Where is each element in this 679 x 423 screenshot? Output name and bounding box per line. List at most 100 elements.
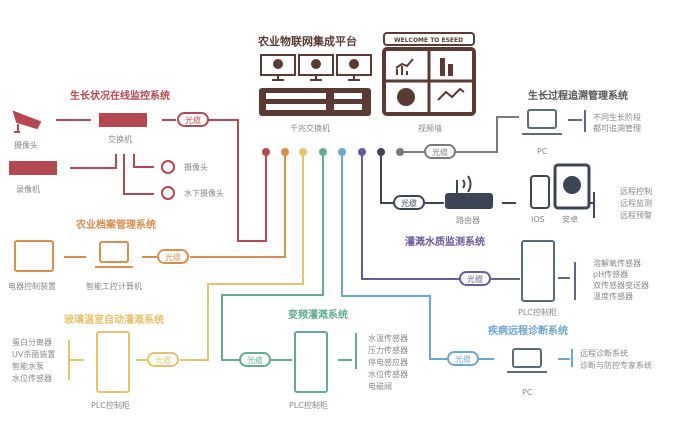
diagram-shape	[349, 59, 359, 69]
label: 远程诊断系统	[580, 348, 628, 358]
label: 生长过程追溯管理系统	[528, 89, 628, 102]
diagram-shape	[448, 64, 453, 76]
control-device-icon	[14, 240, 54, 272]
diagram-shape	[270, 333, 357, 369]
diagram-shape	[361, 152, 500, 280]
label: 光缆	[401, 198, 417, 208]
label: 玻璃温室自动灌溉系统	[64, 313, 164, 326]
diagram-shape	[208, 119, 267, 242]
label: 光缆	[432, 147, 448, 157]
monitor-icons	[260, 54, 372, 81]
diagram-shape	[440, 58, 445, 76]
label: PC	[537, 147, 548, 156]
label: 变频灌溉系统	[288, 308, 348, 321]
label: 农业档案管理系统	[75, 218, 156, 231]
label: 智能水泵	[12, 361, 44, 371]
label: 光缆	[155, 355, 171, 365]
greenhouse-irrigation-system: 玻璃温室自动灌溉系统 蛋白分离器 UV杀菌装置 智能水泵 水位传感器 PLC控制…	[12, 313, 164, 410]
diagram-shape	[424, 144, 456, 159]
label: 电器控制装置	[8, 281, 56, 291]
label: 路由器	[456, 215, 480, 225]
label: 水温传感器	[368, 333, 408, 343]
diagram-shape	[478, 349, 573, 367]
recorder-icon	[9, 161, 57, 175]
label: 智能工控计算机	[86, 281, 142, 291]
label: 水位传感器	[12, 373, 52, 383]
remote-access: 路由器 IOS 安卓 远程控制 远程监测 远程预警	[424, 163, 652, 225]
label: 水下摄像头	[184, 188, 224, 198]
welcome-banner: WELCOME TO ESEED	[394, 37, 463, 44]
label: 溶解氧传感器	[593, 258, 641, 268]
switch-label: 千兆交换机	[290, 123, 330, 133]
diagram-shape	[456, 175, 472, 194]
diagram-shape	[384, 49, 474, 114]
ios-phone-icon	[530, 175, 550, 209]
label: 摄像头	[14, 140, 38, 150]
label: 压力传感器	[368, 345, 408, 355]
label: 交换机	[108, 134, 132, 144]
diagram-shape	[424, 192, 595, 218]
diagram-shape	[395, 58, 414, 75]
diagram-shape	[190, 152, 286, 258]
diagram-shape	[383, 32, 475, 46]
diagram-shape	[397, 88, 415, 106]
label: 不同生长阶段	[593, 112, 641, 122]
label: 光缆	[165, 252, 181, 262]
label: 摄像头	[184, 162, 208, 172]
diagram-shape	[272, 75, 360, 81]
label: pH传感器	[593, 269, 628, 279]
diagram-shape	[180, 152, 304, 361]
vfd-irrigation-system: 变频灌溉系统 PLC控制柜 水温传感器 压力传感器 停电感应器 水位传感器 电磁…	[270, 308, 408, 410]
diagram-shape	[273, 59, 283, 69]
pc-icon	[512, 348, 542, 368]
video-wall-label: 视频墙	[418, 123, 442, 133]
plc-cabinet-icon	[96, 331, 130, 393]
disease-diagnosis-system: 疾病远程诊断系统 PC 远程诊断系统 诊断与防控专家系统	[478, 324, 652, 397]
archive-system: 农业档案管理系统 电器控制装置 智能工控计算机	[8, 218, 158, 291]
diagram-shape	[266, 104, 326, 110]
label: 水位传感器	[368, 369, 408, 379]
label: 蛋白分离器	[12, 337, 52, 347]
platform-title: 农业物联网集成平台	[257, 34, 357, 48]
platform: 农业物联网集成平台 千兆交换机 WELCOME TO ESEED 视频墙	[257, 32, 476, 133]
label: 远程监测	[620, 198, 652, 208]
underwater-camera-icon	[161, 186, 175, 200]
diagram-shape	[490, 262, 576, 300]
label: PLC控制柜	[91, 400, 130, 410]
label: PLC控制柜	[518, 307, 557, 317]
diagram-shape	[70, 154, 154, 195]
diagram-shape	[334, 104, 362, 110]
diagram-shape	[14, 124, 20, 133]
diagram-shape	[400, 116, 519, 153]
switch-icon	[99, 113, 147, 127]
diagram-shape	[563, 176, 581, 194]
dome-camera-icon	[161, 160, 175, 174]
label: 停电感应器	[368, 357, 408, 367]
gigabit-switch-icon	[259, 88, 371, 116]
diagram-shape	[437, 87, 465, 101]
label: 安卓	[562, 214, 578, 224]
switch-ports	[266, 93, 362, 110]
growth-monitoring-system: 生长状况在线监控系统 摄像头 交换机 录像机 摄像头 水下摄像头	[9, 89, 224, 200]
monitor-title: 生长状况在线监控系统	[70, 89, 170, 102]
label: 光缆	[185, 115, 201, 125]
label: 温度传感器	[593, 291, 633, 301]
diagram-shape	[319, 148, 327, 156]
diagram-shape	[522, 110, 586, 135]
label: UV杀菌装置	[12, 349, 55, 359]
diagram-shape	[281, 148, 289, 156]
diagram-shape	[358, 148, 366, 156]
label: 光缆	[247, 355, 263, 365]
cable-badges: 光缆 光缆 光缆 光缆 光缆 光缆 光缆 光缆	[147, 112, 491, 367]
label: 光缆	[467, 274, 483, 284]
diagram-shape	[177, 112, 209, 127]
diagram-shape	[262, 148, 270, 156]
label: 都可追溯管理	[593, 123, 641, 133]
diagram-shape	[311, 59, 321, 69]
diagram-shape	[338, 148, 346, 156]
label: IOS	[531, 215, 545, 224]
laptop-icon	[99, 241, 129, 263]
label: 远程预警	[620, 210, 652, 220]
growth-trace-system: 生长过程追溯管理系统 PC 不同生长阶段 都可追溯管理	[522, 89, 641, 156]
